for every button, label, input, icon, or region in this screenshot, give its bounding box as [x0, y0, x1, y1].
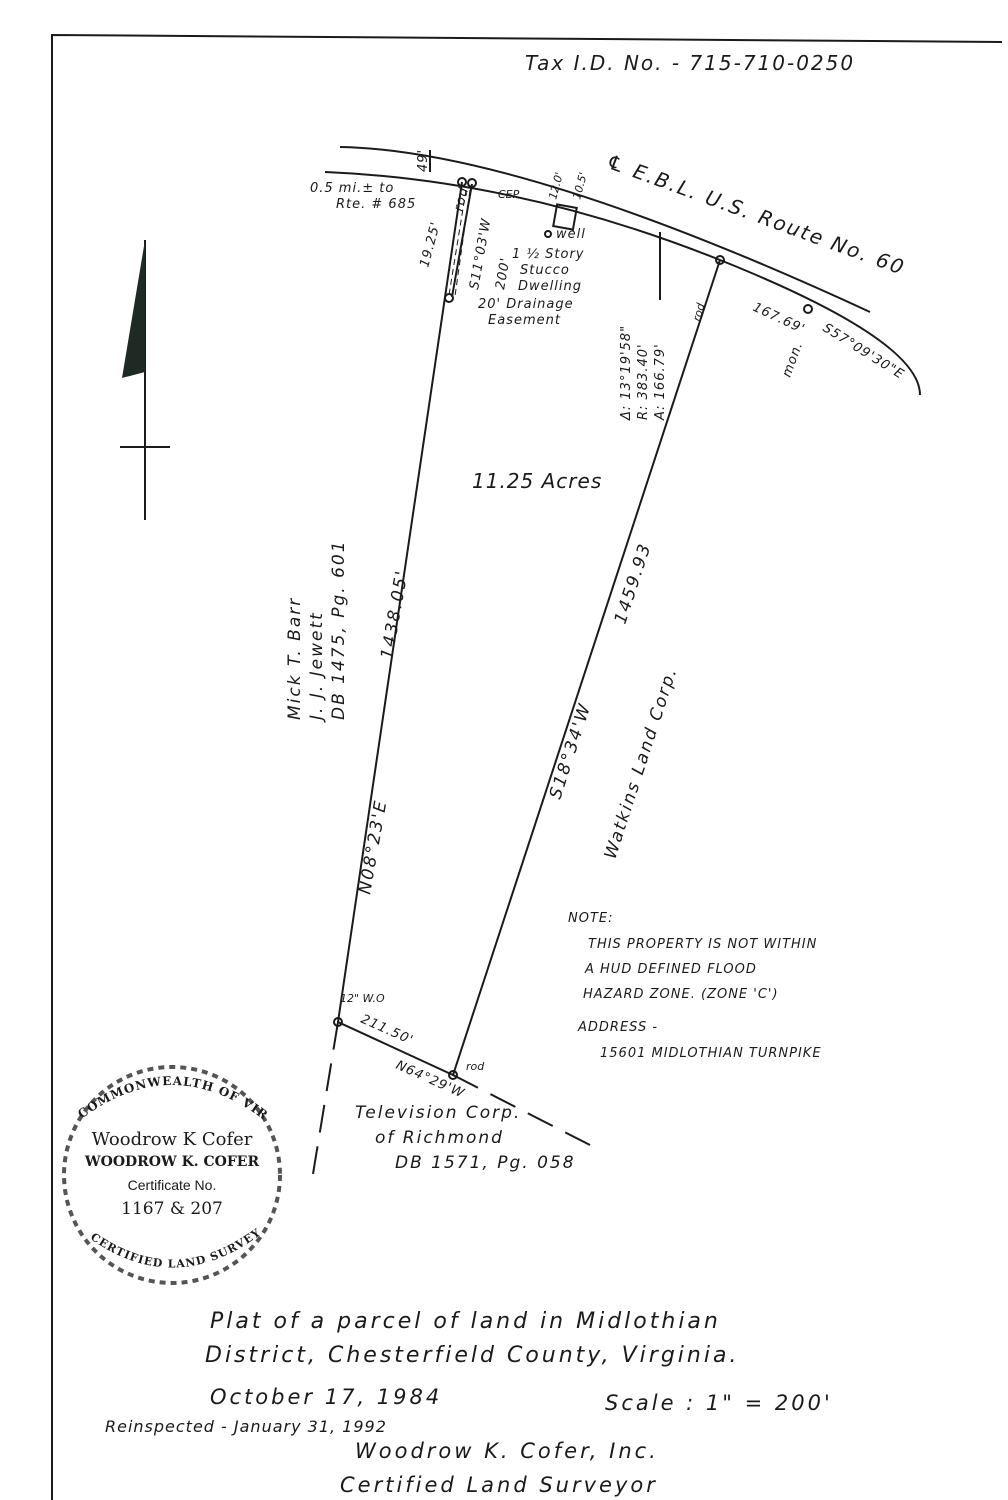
well-icon: [544, 230, 552, 238]
parcel-boundary: [336, 181, 721, 1077]
svg-text:COMMONWEALTH OF VIRGINIA: COMMONWEALTH OF VIRGINIA: [0, 0, 271, 1123]
dwelling-icon: [552, 203, 578, 231]
svg-text:WOODROW K. COFER: WOODROW K. COFER: [84, 1154, 260, 1170]
title-block: Plat of a parcel of land in Midlothian D…: [105, 1309, 833, 1497]
rod-label: rod: [451, 185, 472, 213]
svg-text:1167 & 207: 1167 & 207: [121, 1199, 223, 1219]
well-label: well: [556, 227, 586, 242]
frontage-length: 167.69': [750, 300, 807, 337]
svg-text:Scale : 1" = 200': Scale : 1" = 200': [605, 1391, 833, 1415]
dwelling-label: Dwelling: [518, 279, 582, 294]
offset-label: 10.5': [570, 171, 590, 201]
svg-text:HAZARD ZONE. (ZONE 'C'): HAZARD ZONE. (ZONE 'C'): [583, 987, 779, 1002]
svg-text:THIS PROPERTY IS NOT WITHIN: THIS PROPERTY IS NOT WITHIN: [588, 937, 817, 952]
direction-note: Rte. # 685: [336, 197, 416, 212]
south-length: 211.50': [358, 1012, 415, 1049]
east-adjoiner: Watkins Land Corp.: [601, 664, 682, 861]
svg-text:R: 383.40': R: 383.40': [636, 343, 651, 420]
svg-text:October 17, 1984: October 17, 1984: [210, 1385, 442, 1409]
south-adjoiner: Television Corp. of Richmond DB 1571, Pg…: [355, 1103, 576, 1173]
svg-text:Plat of a parcel of land in Mi: Plat of a parcel of land in Midlothian: [210, 1309, 721, 1334]
signature: Woodrow K Cofer: [92, 1129, 253, 1150]
tax-id: Tax I.D. No. - 715-710-0250: [525, 51, 855, 75]
easement-label: 20' Drainage: [478, 297, 574, 312]
west-bearing: N08°23'E: [355, 798, 391, 896]
dwelling-label: 1 ½ Story: [512, 247, 584, 262]
svg-text:A: 166.79': A: 166.79': [653, 343, 668, 421]
easement-bearing: S11°03'W: [467, 217, 494, 291]
monument-marker: [803, 304, 813, 314]
svg-text:J. J. Jewett: J. J. Jewett: [307, 611, 327, 723]
curve-data: Δ: 13°19'58" R: 383.40' A: 166.79': [619, 325, 668, 421]
dwelling-label: Stucco: [520, 263, 570, 278]
svg-text:DB 1571, Pg. 058: DB 1571, Pg. 058: [395, 1153, 576, 1173]
route-label: ℄ E.B.L. U.S. Route No. 60: [603, 149, 908, 280]
east-length: 1459.93: [611, 540, 656, 626]
road-centerline: [339, 146, 871, 313]
svg-text:District, Chesterfield County,: District, Chesterfield County, Virginia.: [205, 1343, 739, 1368]
svg-text:Mick T. Barr: Mick T. Barr: [285, 597, 305, 720]
rod-label: rod: [690, 301, 708, 323]
cep-label: CEP: [498, 188, 520, 201]
monument-label: mon.: [780, 339, 807, 379]
svg-text:Certificate No.: Certificate No.: [128, 1177, 217, 1193]
svg-text:A HUD DEFINED FLOOD: A HUD DEFINED FLOOD: [584, 962, 757, 977]
svg-text:DB 1475, Pg. 601: DB 1475, Pg. 601: [329, 539, 349, 720]
east-bearing: S18°34'W: [546, 700, 596, 801]
flood-note: NOTE: THIS PROPERTY IS NOT WITHIN A HUD …: [568, 911, 822, 1061]
offset-label: 12.0': [546, 171, 566, 201]
easement-label: Easement: [488, 313, 561, 328]
rod-label: rod: [466, 1060, 485, 1073]
svg-text:Reinspected - January 31, 1992: Reinspected - January 31, 1992: [105, 1417, 387, 1436]
svg-text:Television Corp.: Television Corp.: [355, 1103, 521, 1123]
svg-text:Certified Land Surveyor: Certified Land Surveyor: [340, 1473, 658, 1497]
page-border: [51, 33, 1003, 1500]
direction-note: 0.5 mi.± to: [310, 181, 394, 196]
svg-text:Woodrow K. Cofer, Inc.: Woodrow K. Cofer, Inc.: [355, 1439, 659, 1463]
west-length: 1438.05': [377, 568, 412, 661]
road-width: 49': [416, 149, 431, 172]
svg-text:Δ: 13°19'58": Δ: 13°19'58": [619, 325, 634, 421]
corner-label: 12" W.O: [340, 992, 385, 1005]
rod-offset: 19.25': [417, 220, 444, 269]
svg-text:ADDRESS -: ADDRESS -: [577, 1020, 658, 1035]
west-adjoiner: Mick T. Barr J. J. Jewett DB 1475, Pg. 6…: [285, 539, 349, 723]
acreage: 11.25 Acres: [472, 469, 602, 493]
svg-text:15601 MIDLOTHIAN TURNPIKE: 15601 MIDLOTHIAN TURNPIKE: [600, 1046, 822, 1061]
north-arrow-icon: [120, 240, 170, 520]
surveyor-seal: COMMONWEALTH OF VIRGINIA CERTIFIED LAND …: [0, 0, 282, 1285]
right-of-way-line: [324, 171, 921, 396]
easement-length: 200': [493, 256, 513, 291]
svg-text:of Richmond: of Richmond: [375, 1128, 504, 1148]
svg-text:NOTE:: NOTE:: [568, 911, 614, 926]
